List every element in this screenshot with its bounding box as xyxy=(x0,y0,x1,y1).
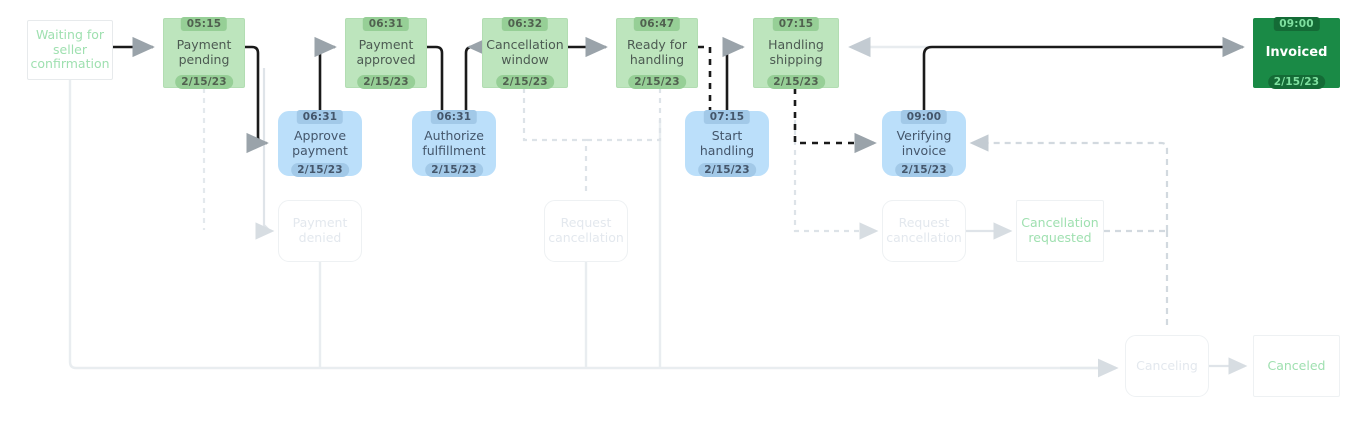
node-date-badge: 2/15/23 xyxy=(291,162,349,177)
node-approve-payment[interactable]: 06:31 Approve payment 2/15/23 xyxy=(278,110,362,177)
node-label: Handling shipping xyxy=(768,37,824,67)
node-time-badge: 06:31 xyxy=(362,17,410,32)
node-time-badge: 06:47 xyxy=(633,17,681,32)
node-date-badge: 2/15/23 xyxy=(496,74,554,89)
node-verifying-invoice[interactable]: 09:00 Verifying invoice 2/15/23 xyxy=(882,110,966,177)
node-label: Request cancellation xyxy=(548,215,624,245)
node-label: Cancellation window xyxy=(486,37,564,67)
node-time-badge: 07:15 xyxy=(772,17,820,32)
node-label: Payment pending xyxy=(176,37,232,67)
node-label: Payment approved xyxy=(356,37,416,67)
node-waiting-for-seller-confirmation[interactable]: Waiting for seller confirmation xyxy=(27,20,113,80)
edge-cancellation-requested-rail xyxy=(978,141,1169,330)
edge-active-solid xyxy=(111,36,1245,154)
node-date-badge: 2/15/23 xyxy=(1267,74,1326,89)
node-time-badge: 06:32 xyxy=(501,17,549,32)
node-request-cancellation-mid[interactable]: Request cancellation xyxy=(544,200,628,262)
node-label: Invoiced xyxy=(1265,45,1328,61)
node-payment-denied[interactable]: Payment denied xyxy=(278,200,362,262)
node-cancellation-window[interactable]: 06:32 Cancellation window 2/15/23 xyxy=(482,17,568,89)
edge-dashed-idle-verticals xyxy=(522,88,875,233)
node-canceling[interactable]: Canceling xyxy=(1125,335,1209,397)
node-label: Payment denied xyxy=(292,215,348,245)
node-time-badge: 07:15 xyxy=(703,110,751,125)
node-label: Canceling xyxy=(1136,357,1198,373)
node-ready-for-handling[interactable]: 06:47 Ready for handling 2/15/23 xyxy=(616,17,698,89)
node-label: Request cancellation xyxy=(886,215,962,245)
node-date-badge: 2/15/23 xyxy=(175,74,233,89)
node-date-badge: 2/15/23 xyxy=(628,74,686,89)
node-start-handling[interactable]: 07:15 Start handling 2/15/23 xyxy=(685,110,769,177)
node-time-badge: 09:00 xyxy=(900,110,948,125)
node-authorize-fulfillment[interactable]: 06:31 Authorize fulfillment 2/15/23 xyxy=(412,110,496,177)
node-date-badge: 2/15/23 xyxy=(357,74,415,89)
node-label: Verifying invoice xyxy=(896,127,952,158)
node-label: Start handling xyxy=(699,127,755,158)
edge-to-payment-denied xyxy=(262,68,271,232)
node-label: Authorize fulfillment xyxy=(422,127,486,158)
node-label: Ready for handling xyxy=(627,37,687,67)
edge-active-dashed xyxy=(698,45,872,145)
edge-bottom-rail xyxy=(68,80,1110,370)
node-label: Canceled xyxy=(1267,357,1326,373)
node-canceled[interactable]: Canceled xyxy=(1253,335,1340,397)
node-payment-pending[interactable]: 05:15 Payment pending 2/15/23 xyxy=(163,17,245,89)
node-time-badge: 05:15 xyxy=(180,17,228,32)
node-time-badge: 06:31 xyxy=(296,110,344,125)
node-date-badge: 2/15/23 xyxy=(698,162,756,177)
node-invoiced[interactable]: 09:00 Invoiced 2/15/23 xyxy=(1253,17,1340,89)
node-handling-shipping[interactable]: 07:15 Handling shipping 2/15/23 xyxy=(753,17,839,89)
node-label: Approve payment xyxy=(292,127,348,158)
node-label: Waiting for seller confirmation xyxy=(30,26,110,72)
node-cancellation-requested[interactable]: Cancellation requested xyxy=(1016,200,1104,262)
node-request-cancellation-right[interactable]: Request cancellation xyxy=(882,200,966,262)
node-payment-approved[interactable]: 06:31 Payment approved 2/15/23 xyxy=(345,17,427,89)
node-label: Cancellation requested xyxy=(1021,215,1099,245)
node-time-badge: 09:00 xyxy=(1273,17,1320,32)
node-date-badge: 2/15/23 xyxy=(895,162,953,177)
node-date-badge: 2/15/23 xyxy=(767,74,825,89)
node-date-badge: 2/15/23 xyxy=(425,162,483,177)
node-time-badge: 06:31 xyxy=(430,110,478,125)
